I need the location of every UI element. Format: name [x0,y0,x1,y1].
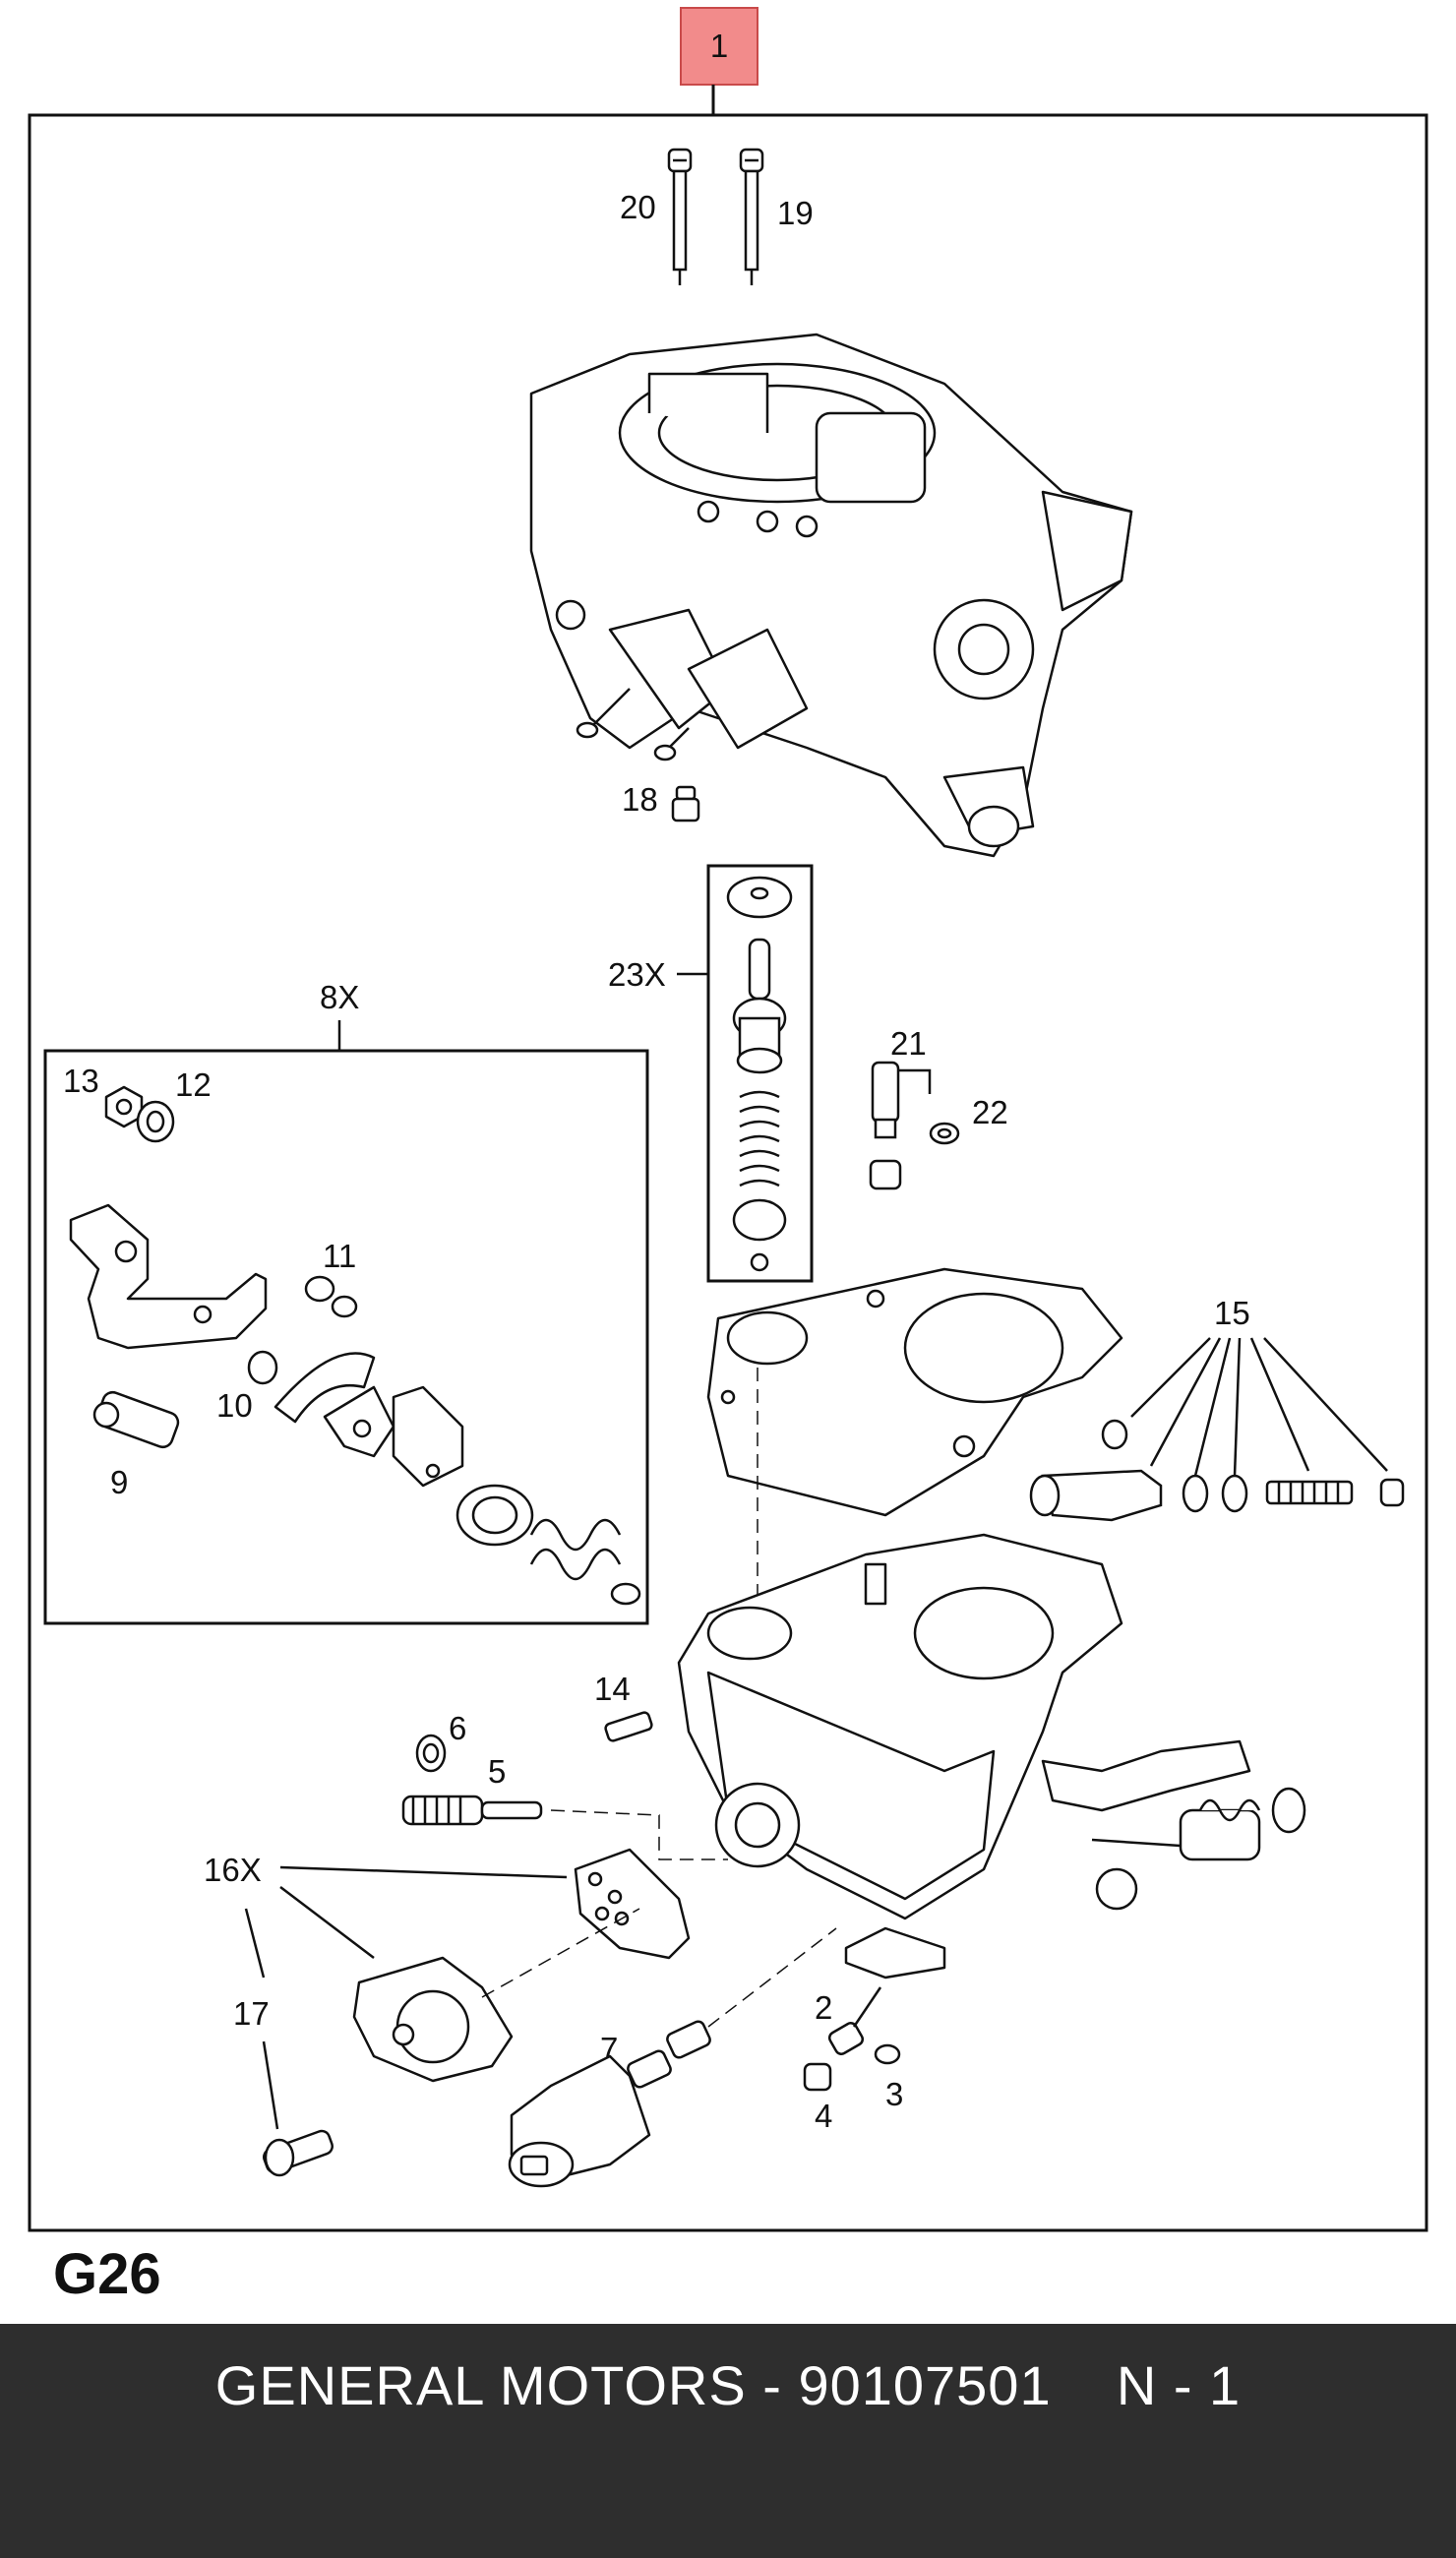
solenoid-7-drawing [508,2020,711,2188]
screw-5-6-drawing [401,1734,543,1826]
callout-3: 3 [885,2076,903,2112]
callout-11: 11 [323,1238,356,1274]
callout-17: 17 [233,1995,270,2032]
callout-13: 13 [63,1063,99,1099]
callout-2: 2 [815,1989,832,2026]
gasket-drawing [706,1267,1123,1517]
diaphragm-cover-16x-drawing [263,1848,691,2177]
jets-2-3-4-drawing [803,1986,901,2092]
callout-19: 19 [777,195,814,231]
callout-21: 21 [890,1025,927,1062]
screw-19-drawing [739,148,764,285]
leader-lines-16x [244,1865,568,1979]
footer-bar: GENERAL MOTORS - 90107501 N - 1 [0,2324,1456,2558]
valve-21-22-drawing [869,1061,960,1190]
footer-quantity: N - 1 [1116,2354,1242,2416]
kit-8x-box [43,1049,649,1625]
page-tag-label: 1 [710,28,728,64]
pump-parts-15-drawing [1029,1419,1405,1522]
callout-23x: 23X [608,956,666,993]
needle-valve-kit-drawing [726,876,793,1272]
exploded-parts-diagram: 1 20 19 [28,7,1428,2232]
callout-12: 12 [175,1066,212,1103]
callout-9: 9 [110,1464,128,1500]
leader-line-17 [262,2040,279,2130]
callout-16x: 16X [204,1852,262,1888]
page-tag[interactable]: 1 [680,7,758,86]
callout-22: 22 [972,1094,1008,1130]
callout-14: 14 [594,1671,631,1707]
callout-8x: 8X [320,979,359,1015]
callout-10: 10 [216,1387,253,1424]
carburetor-body-drawing [677,1533,1306,1979]
jet-18-drawing [671,785,700,822]
callout-18: 18 [622,781,658,818]
screw-14-drawing [604,1711,653,1742]
callout-15: 15 [1214,1295,1250,1331]
kit-23x-box [706,864,814,1283]
footer-brand: GENERAL MOTORS [214,2354,747,2416]
callout-4: 4 [815,2098,832,2134]
diagram-frame [28,113,1428,2232]
screw-20-drawing [667,148,693,285]
linkage-kit-drawing [69,1085,641,1606]
leader-lines-15 [1130,1337,1388,1477]
dashed-leader-5 [550,1809,728,1860]
callout-5: 5 [488,1753,506,1790]
figure-code: G26 [53,2242,161,2306]
footer-text: GENERAL MOTORS - 90107501 N - 1 [0,2324,1456,2448]
carburetor-cover-drawing [529,333,1133,858]
footer-part-number: 90107501 [798,2354,1052,2416]
footer-separator: - [746,2354,799,2416]
callout-20: 20 [620,189,656,225]
callout-6: 6 [449,1710,466,1746]
